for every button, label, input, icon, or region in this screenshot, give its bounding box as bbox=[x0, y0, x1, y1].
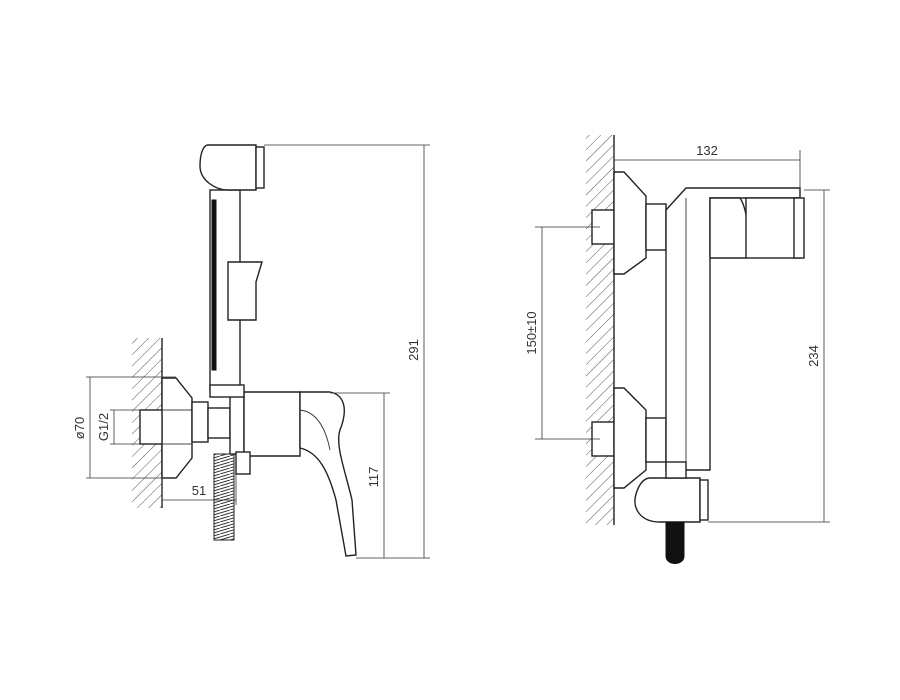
dimension-132-label: 132 bbox=[696, 143, 718, 158]
left-hose bbox=[213, 453, 235, 541]
left-connector bbox=[139, 409, 163, 445]
dimension-132: 132 bbox=[613, 143, 801, 188]
dimension-thread-label: G1/2 bbox=[96, 413, 111, 441]
dimension-117-label: 117 bbox=[366, 467, 381, 488]
dimension-150: 150±10 bbox=[524, 226, 600, 440]
left-holder-clip bbox=[227, 261, 263, 321]
dimension-291: 291 bbox=[264, 144, 430, 559]
right-wall bbox=[586, 135, 615, 525]
left-nut bbox=[191, 401, 209, 443]
right-bottom-nut bbox=[645, 417, 667, 463]
dimension-117: 117 bbox=[330, 392, 390, 558]
right-hose bbox=[665, 521, 685, 564]
dimension-234: 234 bbox=[708, 189, 830, 523]
right-bottom-flange bbox=[613, 387, 647, 489]
dimension-diameter-70-label: ø70 bbox=[72, 417, 87, 439]
left-wall-flange bbox=[161, 377, 193, 479]
right-hose-outlet bbox=[634, 477, 701, 523]
dimension-thread: G1/2 bbox=[96, 409, 140, 445]
right-front-view: 132 150±10 234 bbox=[524, 135, 830, 564]
dimension-51-label: 51 bbox=[192, 483, 206, 498]
right-top-flange bbox=[613, 171, 647, 275]
dimension-51: 51 bbox=[161, 474, 237, 505]
left-side-view: 291 117 ø70 G1/2 51 bbox=[72, 144, 430, 559]
right-top-nut bbox=[645, 203, 667, 251]
dimension-diameter-70: ø70 bbox=[72, 376, 176, 479]
dimension-234-label: 234 bbox=[806, 345, 821, 367]
left-lever bbox=[299, 391, 357, 557]
left-hand-shower bbox=[199, 144, 257, 191]
dimension-291-label: 291 bbox=[406, 339, 421, 361]
right-knob bbox=[709, 197, 749, 259]
dimension-150-label: 150±10 bbox=[524, 311, 539, 354]
left-mixer-body bbox=[243, 391, 301, 457]
